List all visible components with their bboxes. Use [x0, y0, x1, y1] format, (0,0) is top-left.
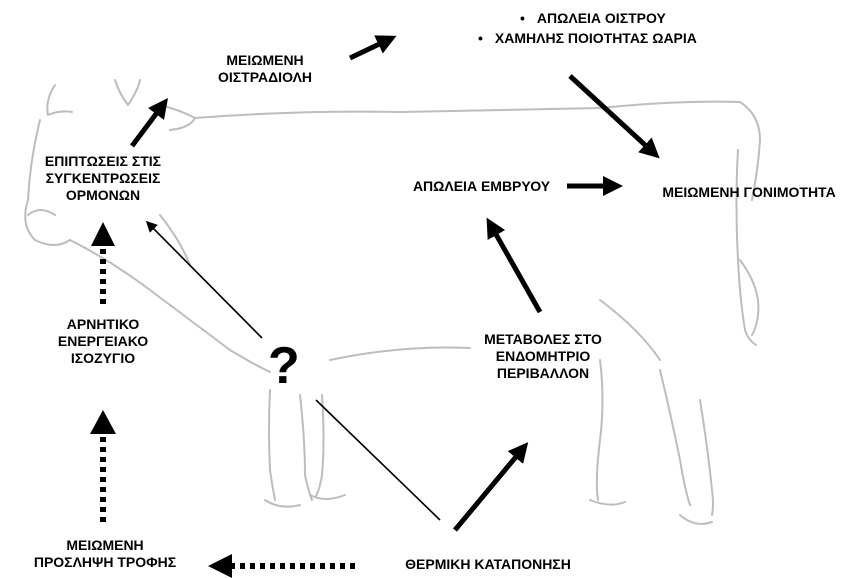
heat-stress-label: ΘΕΡΜΙΚΗ ΚΑΤΑΠΟΝΗΣΗ [378, 556, 598, 573]
bullet-list: •ΑΠΩΛΕΙΑ ΟΙΣΤΡΟΥ •ΧΑΜΗΛΗΣ ΠΟΙΟΤΗΤΑΣ ΩΑΡΙ… [478, 10, 697, 47]
arrow-uterine-to-embryo [489, 222, 540, 312]
embryo-loss-label: ΑΠΩΛΕΙΑ ΕΜΒΡΥΟΥ [394, 178, 569, 195]
arrow-heat-to-uterine [455, 446, 525, 530]
reduced-fertility-label: ΜΕΙΩΜΕΝΗ ΓΟΝΙΜΟΤΗΤΑ [636, 184, 862, 201]
arrow-hormones-to-estradiol [132, 102, 165, 146]
reduced-feed-intake-label: ΜΕΙΩΜΕΝΗ ΠΡΟΣΛΗΨΗ ΤΡΟΦΗΣ [0, 537, 210, 571]
uterine-environment-label: ΜΕΤΑΒΟΛΕΣ ΣΤΟ ΕΝΔΟΜΗΤΡΙΟ ΠΕΡΙΒΑΛΛΟΝ [468, 331, 618, 382]
question-mark: ? [268, 340, 300, 392]
dotted-arrow-intake-to-energy [90, 410, 116, 522]
arrow-estradiol-to-estrus [350, 38, 392, 58]
bullet-glyph: • [478, 30, 483, 46]
bullet-item-low-quality-oocytes: •ΧΑΜΗΛΗΣ ΠΟΙΟΤΗΤΑΣ ΩΑΡΙΑ [478, 30, 697, 47]
bullet-glyph: • [520, 10, 525, 26]
hormone-effects-label: ΕΠΙΠΤΩΣΕΙΣ ΣΤΙΣ ΣΥΓΚΕΝΤΡΩΣΕΙΣ ΟΡΜΟΝΩΝ [23, 153, 183, 204]
negative-energy-balance-label: ΑΡΝΗΤΙΚΟ ΕΝΕΡΓΕΙΑΚΟ ΙΣΟΖΥΓΙΟ [33, 316, 173, 367]
line-question-to-heat [316, 400, 440, 520]
dotted-arrow-heat-to-intake [208, 554, 355, 578]
bullet-item-estrus-loss: •ΑΠΩΛΕΙΑ ΟΙΣΤΡΟΥ [478, 10, 697, 27]
arrow-oocytes-to-fertility [570, 76, 656, 155]
reduced-estradiol-label: ΜΕΙΩΜΕΝΗ ΟΙΣΤΡΑΔΙΟΛΗ [200, 52, 330, 86]
dotted-arrow-energy-to-hormones [91, 222, 115, 304]
